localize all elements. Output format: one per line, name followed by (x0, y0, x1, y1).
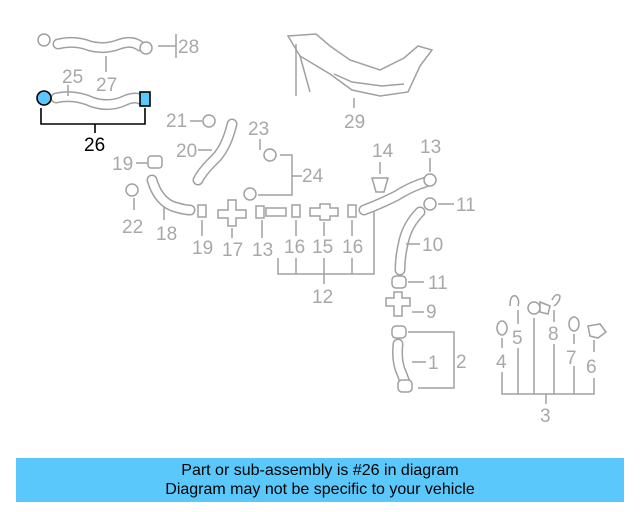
callout-22: 22 (122, 217, 143, 238)
callout-16-left: 16 (284, 237, 305, 258)
callout-5: 5 (512, 328, 523, 349)
banner-line-2: Diagram may not be specific to your vehi… (165, 481, 475, 498)
callout-14: 14 (372, 141, 394, 162)
callout-29: 29 (344, 112, 365, 133)
callout-2: 2 (456, 352, 467, 373)
callout-18: 18 (156, 224, 177, 245)
callout-16-right: 16 (342, 237, 363, 258)
parts-diagram: 28 27 25 26 29 21 20 19 23 24 22 18 1 (36, 33, 608, 427)
callout-10: 10 (422, 235, 443, 256)
callout-11-bottom: 11 (428, 273, 448, 294)
callout-1: 1 (428, 353, 439, 374)
callout-6: 6 (586, 357, 597, 378)
callout-11-top: 11 (456, 195, 476, 216)
callout-23: 23 (248, 119, 269, 140)
callout-8: 8 (548, 324, 559, 345)
part-info-banner: Part or sub-assembly is #26 in diagram D… (16, 458, 624, 502)
callout-13-bottom: 13 (252, 240, 273, 261)
callout-9: 9 (426, 302, 437, 323)
callout-15: 15 (312, 237, 333, 258)
callout-4: 4 (496, 352, 507, 373)
callout-25: 25 (62, 67, 83, 88)
part-26-clamp-icon (36, 90, 52, 106)
callout-17: 17 (222, 240, 243, 261)
callout-13-top: 13 (420, 137, 441, 158)
callout-3: 3 (540, 406, 551, 427)
callout-19-top: 19 (112, 154, 133, 175)
callout-7: 7 (566, 348, 577, 369)
callout-20: 20 (176, 141, 197, 162)
callout-21: 21 (166, 111, 187, 132)
callout-26: 26 (84, 135, 105, 156)
callout-19-bottom: 19 (192, 238, 213, 259)
callout-28: 28 (178, 37, 199, 58)
part-29-bracket (286, 33, 434, 108)
part-28-hose-assembly (37, 33, 177, 72)
part-26-connector-icon (139, 91, 151, 107)
callout-12: 12 (312, 287, 333, 308)
callout-27: 27 (96, 75, 117, 96)
part-26-highlighted-hose (36, 90, 151, 133)
callout-24: 24 (302, 166, 324, 187)
banner-line-1: Part or sub-assembly is #26 in diagram (181, 462, 459, 479)
